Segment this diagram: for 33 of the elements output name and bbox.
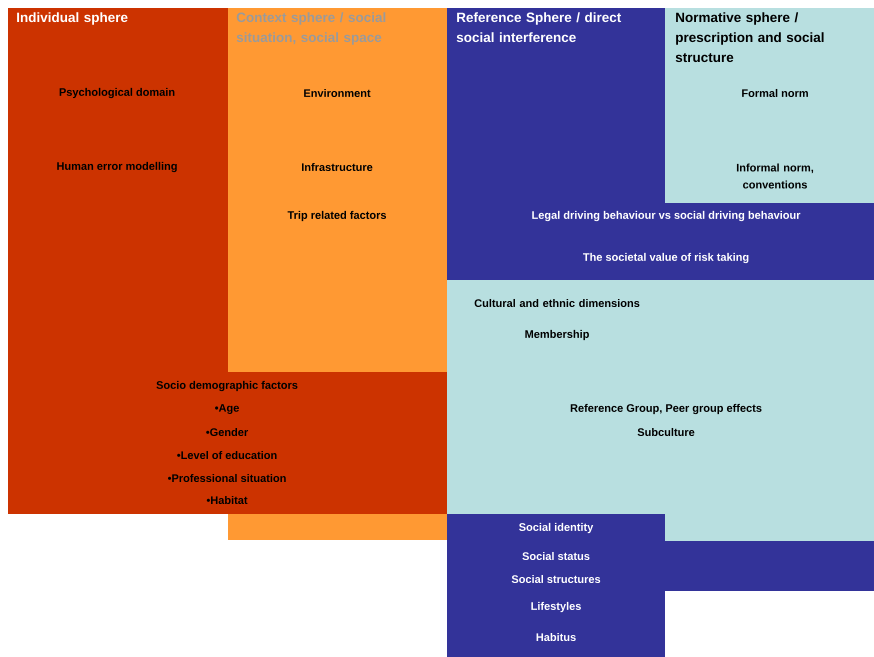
factor-label: Social structures (512, 574, 600, 584)
factor-label: •Professional situation (168, 474, 286, 482)
factor-label: Social identity (519, 522, 594, 534)
factor-label: Cultural and ethnic dimensions (474, 298, 640, 308)
factor-label: Social status (522, 552, 590, 560)
factor-label: Membership (525, 330, 589, 340)
sphere-region (447, 514, 874, 657)
sphere-region (8, 8, 447, 514)
factor-label: Socio demographic factors (156, 380, 298, 392)
factor-label: Formal norm (742, 88, 808, 98)
sphere-heading: Individual sphere (17, 12, 128, 25)
factor-label: Reference Group, Peer group effects (570, 404, 762, 414)
factor-label: Legal driving behaviour vs social driving behaviour (532, 210, 800, 222)
factor-label: •Gender (206, 428, 248, 436)
factor-label: Environment (304, 88, 370, 98)
factor-label: Informal norm, conventions (736, 163, 814, 189)
factor-label: Lifestyles (531, 602, 581, 612)
sphere-heading: Normative sphere / prescription and social structure (676, 12, 824, 62)
factor-label: Trip related factors (288, 210, 386, 222)
factor-label: •Age (215, 404, 239, 414)
factor-label: •Level of education (177, 450, 277, 460)
sphere-region (447, 8, 874, 280)
sphere-region (447, 280, 874, 541)
factor-label: Infrastructure (302, 162, 372, 172)
factor-label: Psychological domain (60, 88, 174, 98)
factor-label: Habitus (536, 632, 576, 642)
factor-label: Subculture (638, 428, 694, 436)
factor-label: Human error modelling (57, 162, 177, 172)
factor-label: •Habitat (206, 496, 248, 504)
sphere-heading: Reference Sphere / direct social interference (456, 12, 622, 42)
factor-label: The societal value of risk taking (583, 252, 748, 264)
sphere-heading: Context sphere / social situation, social space (236, 12, 386, 45)
sphere-region (665, 8, 874, 203)
